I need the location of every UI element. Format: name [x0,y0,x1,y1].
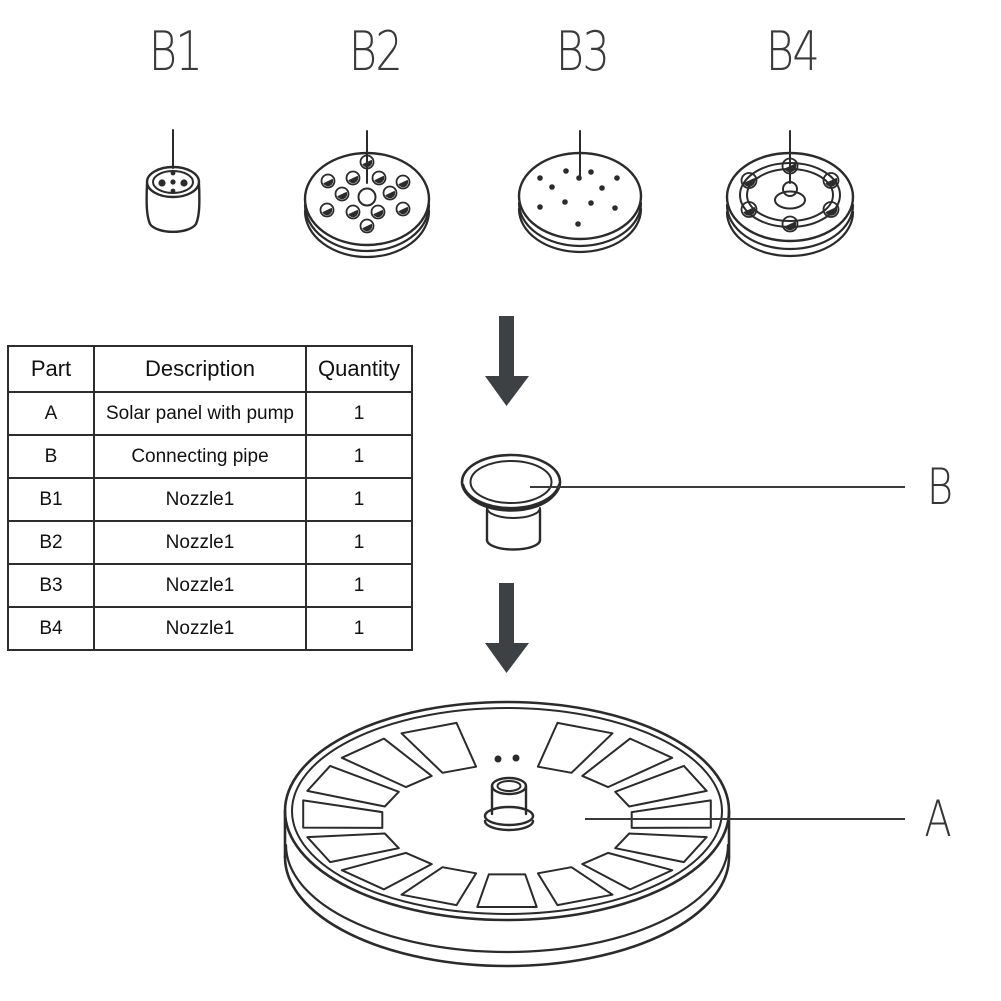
nozzle-b1-drawing [145,129,201,234]
down-arrow-1-shape [485,316,529,406]
nozzle-b4-drawing [725,130,855,258]
connecting-pipe-drawing [460,453,562,551]
table-cell: 1 [305,563,413,608]
b1-holes [158,170,188,194]
down-arrow-1 [485,316,529,406]
table-cell: Nozzle1 [93,520,307,565]
table-cell: B2 [7,520,95,565]
pipe-label: B [926,458,954,516]
solar-panel-drawing [283,700,731,968]
down-arrow-2 [485,583,529,673]
table-cell: Solar panel with pump [93,391,307,436]
b4-nozzle-holes [740,157,840,233]
table-cell: Nozzle1 [93,477,307,522]
panel-label: A [924,790,952,848]
table-cell: Nozzle1 [93,563,307,608]
panel-indicator-dots [494,754,520,763]
solar-cells [302,721,712,908]
nozzle-b3-drawing [517,130,643,254]
nozzle-label-b2: B2 [348,20,403,83]
panel-leader-line [585,818,905,820]
table-cell: 1 [305,606,413,651]
col-header-description: Description [93,345,307,393]
nozzle-label-b1: B1 [148,20,203,83]
table-cell: B3 [7,563,95,608]
table-cell: Nozzle1 [93,606,307,651]
pipe-leader-line [530,486,905,488]
table-cell: 1 [305,520,413,565]
nozzle-label-b4: B4 [765,20,820,83]
nozzle-label-b3: B3 [555,20,610,83]
table-cell: B1 [7,477,95,522]
table-cell: A [7,391,95,436]
down-arrow-2-shape [485,583,529,673]
table-cell: 1 [305,477,413,522]
pump-outlet-drawing [483,776,535,832]
b3-holes [537,168,620,227]
b2-nozzle-holes [319,154,411,234]
col-header-quantity: Quantity [305,345,413,393]
table-cell: B [7,434,95,479]
table-cell: 1 [305,434,413,479]
table-cell: B4 [7,606,95,651]
nozzle-b2-drawing [303,130,431,259]
parts-table-header: Part Description Quantity [7,345,413,393]
table-cell: 1 [305,391,413,436]
col-header-part: Part [7,345,95,393]
table-cell: Connecting pipe [93,434,307,479]
